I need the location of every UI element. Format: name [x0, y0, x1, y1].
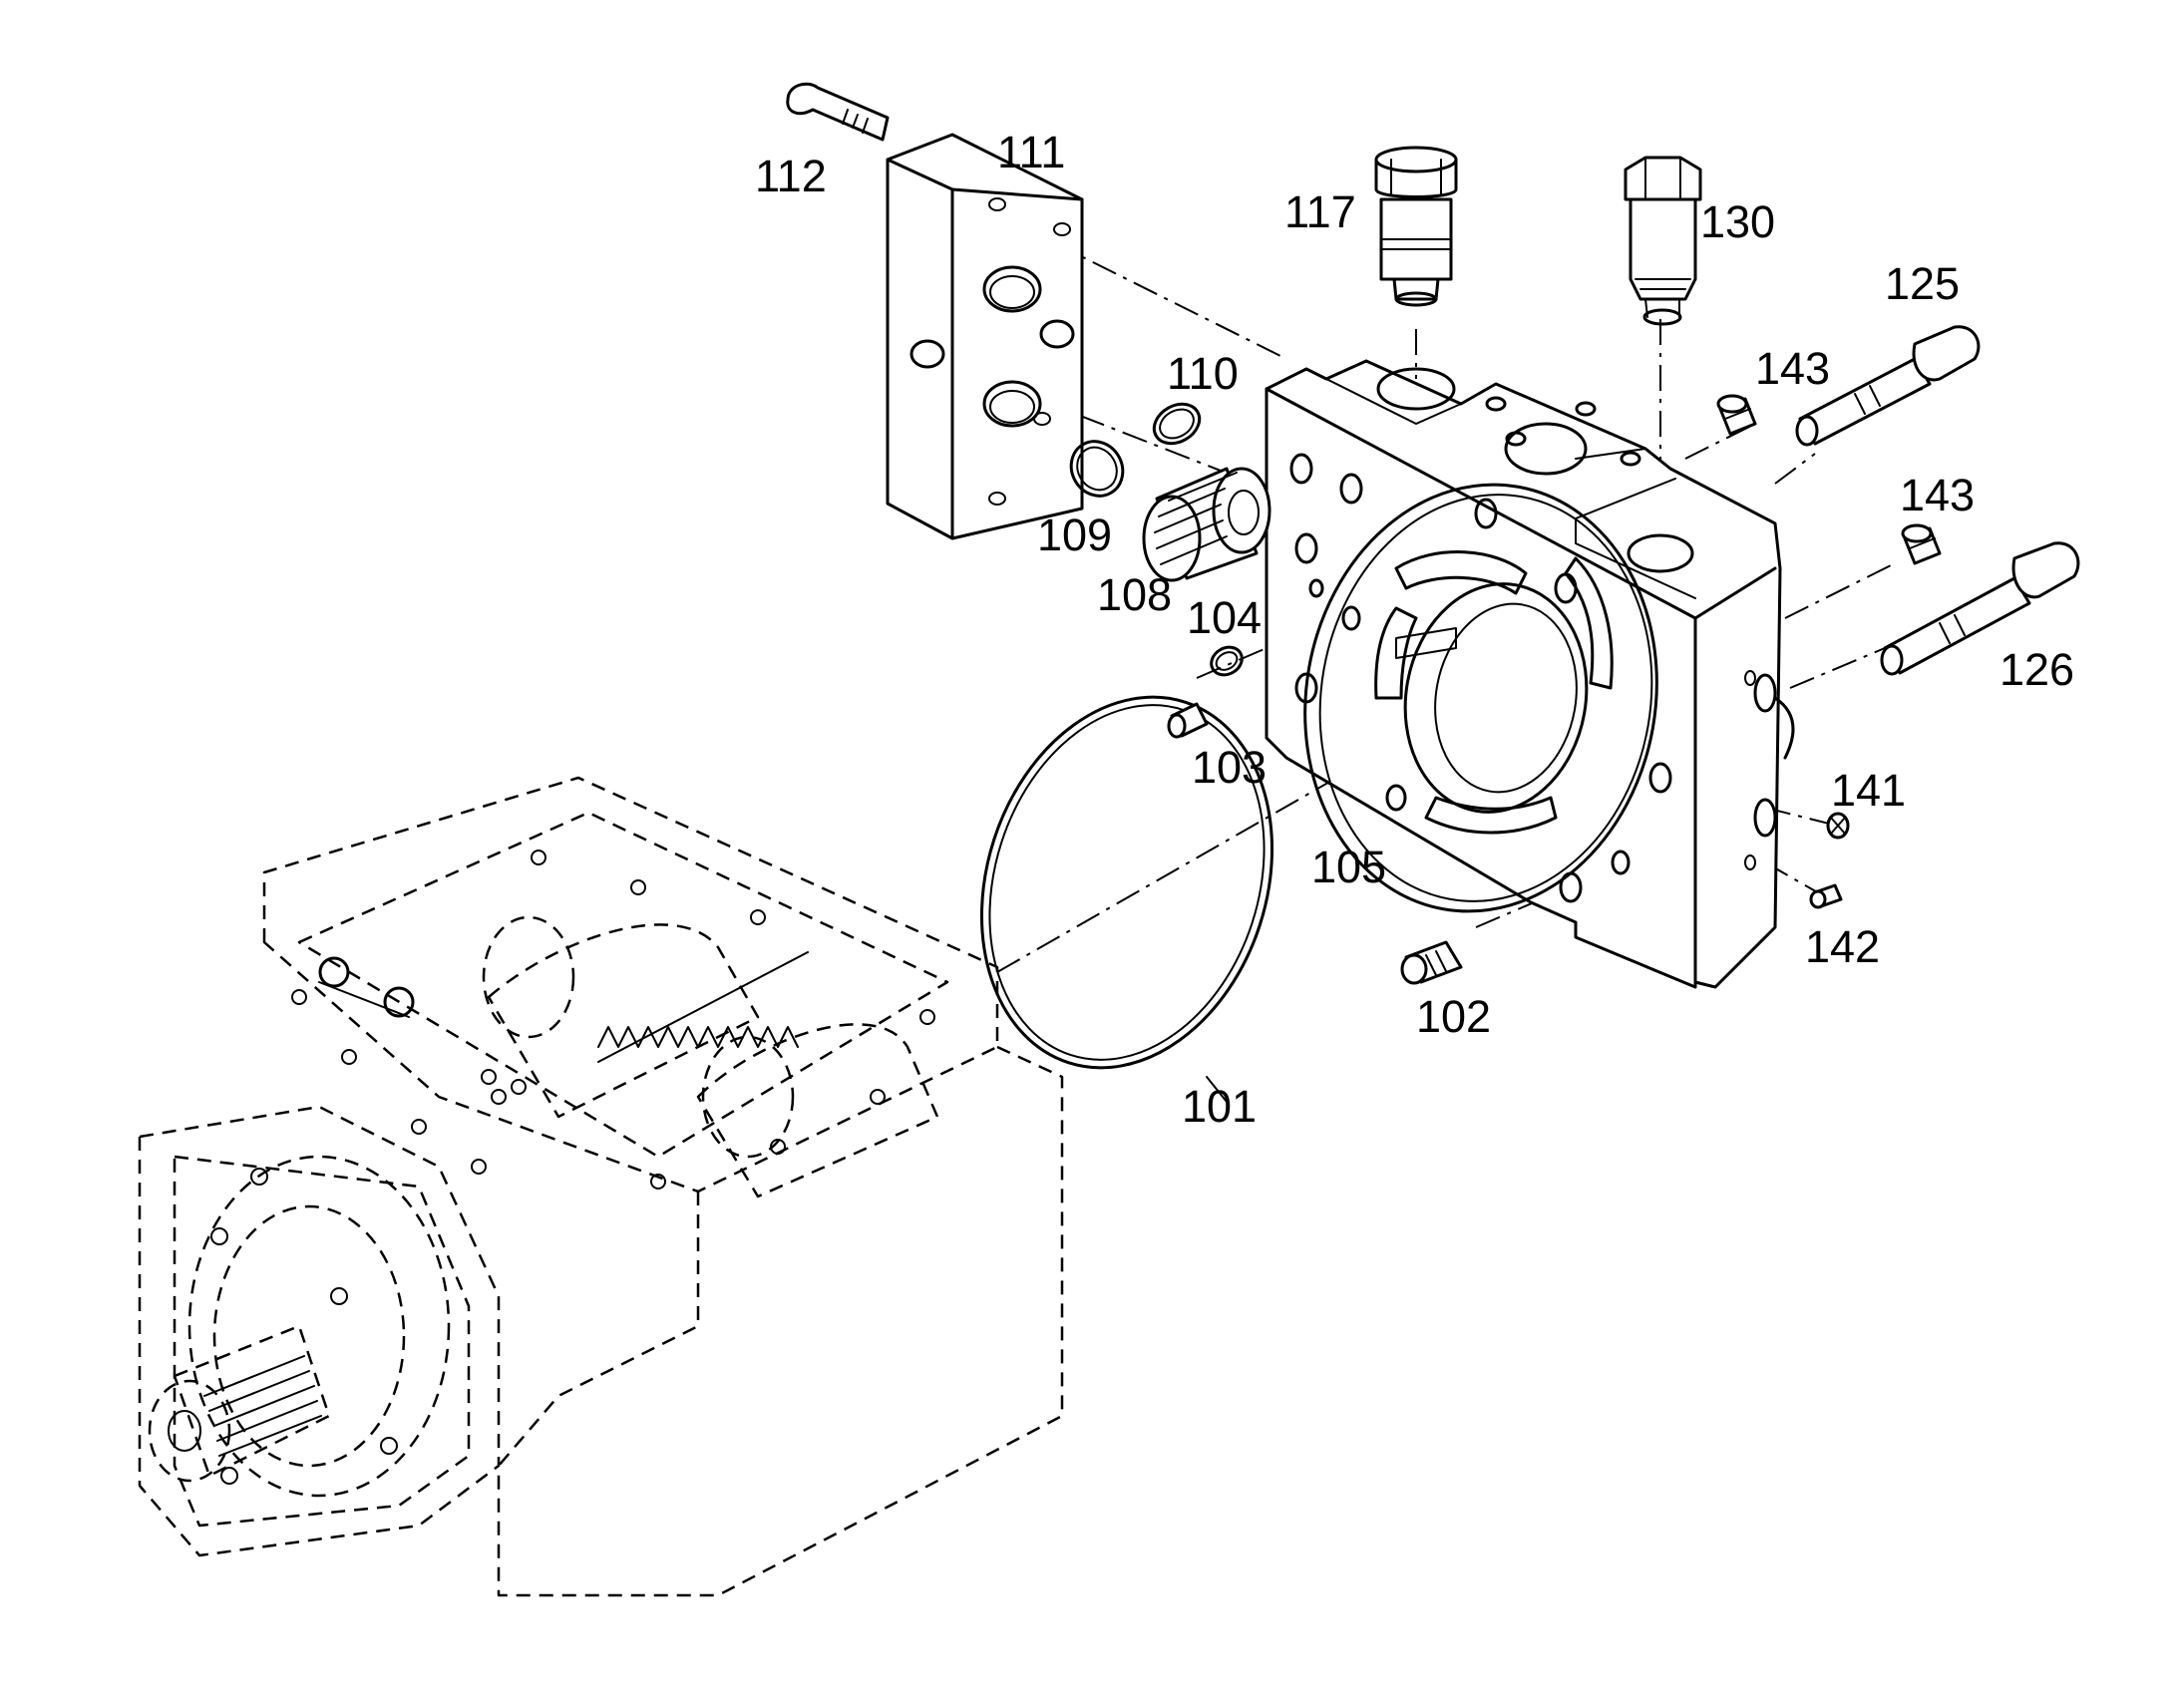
label-104: 104 [1187, 592, 1262, 643]
o-ring-101 [979, 695, 1274, 1070]
plug-143-lower [1901, 523, 1942, 565]
o-ring-110 [1152, 402, 1202, 446]
label-leaders [1206, 1076, 1228, 1103]
label-126: 126 [1999, 644, 2074, 695]
bolt-112 [786, 82, 890, 142]
label-112: 112 [755, 151, 827, 201]
label-105: 105 [1311, 842, 1386, 892]
label-142: 142 [1805, 921, 1880, 972]
label-102: 102 [1416, 991, 1491, 1042]
label-125: 125 [1885, 258, 1960, 309]
valve-130 [1624, 156, 1702, 326]
label-117: 117 [1284, 186, 1356, 237]
label-130: 130 [1700, 196, 1775, 247]
plug-143-upper [1716, 394, 1757, 436]
cover-plate-111 [886, 133, 1084, 540]
o-ring-109 [1069, 440, 1125, 498]
valve-117 [1374, 146, 1458, 307]
plug-142 [1809, 883, 1843, 909]
o-ring-104 [1210, 645, 1244, 677]
filter-108 [1142, 467, 1272, 582]
bolt-125 [1795, 325, 1981, 447]
label-109: 109 [1037, 510, 1112, 560]
label-103: 103 [1192, 742, 1267, 793]
label-143-lower: 143 [1900, 470, 1975, 520]
label-143-upper: 143 [1755, 343, 1830, 394]
valve-block-105 [1265, 359, 1795, 989]
label-101: 101 [1182, 1081, 1257, 1132]
plug-102 [1400, 940, 1463, 985]
bolt-126 [1880, 541, 2080, 676]
pump-housing-phantom [138, 776, 1064, 1597]
label-108: 108 [1097, 569, 1172, 620]
label-111: 111 [997, 127, 1065, 177]
part-labels: 101 102 103 104 105 108 109 110 111 112 … [755, 127, 2074, 1132]
plug-141 [1826, 812, 1850, 840]
pin-103 [1167, 702, 1209, 739]
label-110: 110 [1167, 348, 1239, 399]
label-141: 141 [1831, 765, 1906, 816]
